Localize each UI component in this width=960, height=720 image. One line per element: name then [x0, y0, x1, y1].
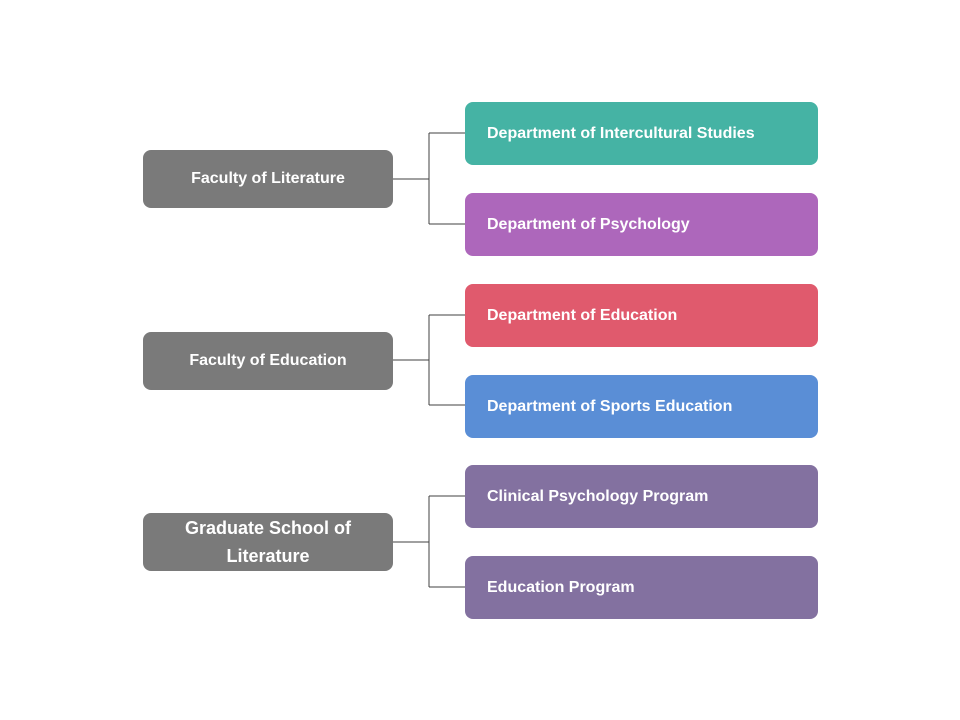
- parent-node-label: Graduate School of Literature: [184, 518, 352, 566]
- parent-node-faculty-of-education: Faculty of Education: [143, 332, 393, 390]
- parent-node-label: Faculty of Education: [189, 352, 347, 369]
- parent-node-label: Faculty of Literature: [191, 170, 345, 187]
- child-node-label: Department of Psychology: [487, 215, 690, 233]
- connector-group-graduate: [393, 495, 465, 588]
- child-node-psychology: Department of Psychology: [465, 193, 818, 256]
- parent-node-graduate-school-of-literature: Graduate School of Literature: [143, 513, 393, 571]
- parent-node-faculty-of-literature: Faculty of Literature: [143, 150, 393, 208]
- child-node-label: Clinical Psychology Program: [487, 487, 709, 505]
- child-node-education-program: Education Program: [465, 556, 818, 619]
- child-node-intercultural-studies: Department of Intercultural Studies: [465, 102, 818, 165]
- child-node-sports-education: Department of Sports Education: [465, 375, 818, 438]
- child-node-label: Department of Sports Education: [487, 397, 733, 415]
- child-node-label: Department of Education: [487, 306, 678, 324]
- child-node-label: Education Program: [487, 578, 635, 596]
- child-node-education: Department of Education: [465, 284, 818, 347]
- child-node-label: Department of Intercultural Studies: [487, 124, 755, 142]
- child-node-clinical-psychology-program: Clinical Psychology Program: [465, 465, 818, 528]
- connector-group-literature: [393, 132, 465, 225]
- connector-group-education: [393, 314, 465, 406]
